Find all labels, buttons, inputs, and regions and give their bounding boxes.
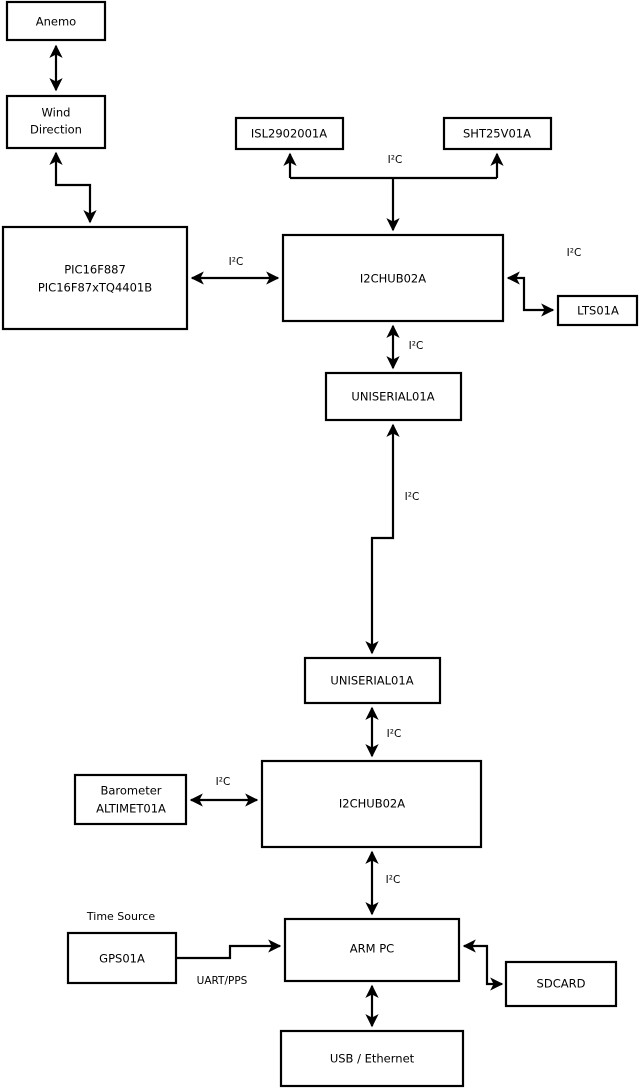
edge-label-barometer-hub: I²C (216, 776, 231, 788)
time-source-label: Time Source (86, 910, 155, 923)
edge-label-pic-hub: I²C (229, 256, 244, 268)
arrow-pic-wind (49, 151, 97, 224)
node-i2chub-bottom-label: I2CHUB02A (339, 797, 405, 811)
link-pic-wind (49, 151, 97, 224)
node-uniserial-bottom-label: UNISERIAL01A (330, 674, 413, 688)
edge-label-hub-armpc: I²C (386, 874, 401, 886)
node-arm-pc-label: ARM PC (350, 942, 394, 956)
node-sht-humidity-sensor[interactable]: SHT25V01A (442, 116, 553, 151)
node-sdcard-label: SDCARD (537, 977, 586, 991)
node-arm-pc[interactable]: ARM PC (283, 917, 461, 983)
node-i2chub-top-label: I2CHUB02A (360, 272, 426, 286)
link-pic-hubtop: I²C (190, 256, 280, 285)
node-sdcard[interactable]: SDCARD (504, 960, 618, 1008)
arrow-gps-armpc (176, 939, 282, 960)
node-uniserial-top-label: UNISERIAL01A (351, 390, 434, 404)
node-i2chub-bottom[interactable]: I2CHUB02A (260, 759, 483, 849)
link-uniserial-uniserial: I²C (365, 423, 420, 655)
node-gps-label: GPS01A (99, 952, 145, 966)
node-uniserial-bottom[interactable]: UNISERIAL01A (303, 656, 442, 705)
node-gps-box[interactable] (66, 931, 178, 985)
node-usb-ethernet-label: USB / Ethernet (330, 1052, 415, 1066)
edge-label-gps-armpc: UART/PPS (197, 975, 248, 987)
node-pic-mcu-label-line2: PIC16F87xTQ4401B (38, 281, 152, 295)
node-isl-light-sensor-label: ISL2902001A (251, 127, 327, 141)
edge-label-uniserial-link: I²C (405, 491, 420, 503)
edge-label-hub-lts: I²C (567, 247, 582, 259)
link-hubbot-armpc: I²C (365, 850, 401, 916)
node-i2chub-top-box[interactable] (281, 233, 505, 323)
edge-label-uniserial-hub-bot: I²C (387, 728, 402, 740)
link-hubtop-uniserialtop: I²C (386, 324, 424, 370)
node-barometer[interactable]: Barometer ALTIMET01A (73, 773, 188, 826)
node-lts-temp-sensor[interactable]: LTS01A (556, 294, 639, 327)
node-pic-mcu-box[interactable] (1, 225, 189, 331)
node-usb-ethernet-box[interactable] (279, 1029, 465, 1088)
node-anemo-box[interactable] (5, 0, 107, 42)
arrow-armpc-sdcard (462, 939, 504, 991)
node-uniserial-top-box[interactable] (324, 371, 463, 422)
node-wind-direction-label-line2: Direction (30, 123, 82, 137)
node-isl-light-sensor[interactable]: ISL2902001A (234, 116, 345, 151)
node-barometer-label-line2: ALTIMET01A (96, 802, 166, 816)
node-wind-direction-label-line1: Wind (42, 106, 71, 120)
node-sht-humidity-sensor-box[interactable] (442, 116, 553, 151)
link-armpc-sdcard (462, 939, 504, 991)
link-barometer-hubbot: I²C (189, 776, 259, 807)
node-arm-pc-box[interactable] (283, 917, 461, 983)
node-anemo[interactable]: Anemo (5, 0, 107, 42)
node-lts-temp-sensor-box[interactable] (556, 294, 639, 327)
edge-label-hub-uniserial-top: I²C (409, 340, 424, 352)
node-barometer-box[interactable] (73, 773, 188, 826)
node-pic-mcu[interactable]: PIC16F887 PIC16F87xTQ4401B (1, 225, 189, 331)
node-uniserial-top[interactable]: UNISERIAL01A (324, 371, 463, 422)
node-usb-ethernet[interactable]: USB / Ethernet (279, 1029, 465, 1088)
link-hubtop-sensorbus: I²C (283, 152, 504, 232)
node-anemo-label: Anemo (36, 15, 76, 29)
node-lts-temp-sensor-label: LTS01A (577, 304, 619, 318)
node-pic-mcu-label-line1: PIC16F887 (64, 263, 126, 277)
node-barometer-label-line1: Barometer (100, 784, 161, 798)
node-isl-light-sensor-box[interactable] (234, 116, 345, 151)
link-hubtop-lts: I²C (506, 247, 582, 317)
arrow-uniserial-uniserial (365, 423, 400, 655)
node-i2chub-top[interactable]: I2CHUB02A (281, 233, 505, 323)
node-wind-direction-box[interactable] (5, 94, 107, 150)
node-i2chub-bottom-box[interactable] (260, 759, 483, 849)
link-uniserialbot-hubbot: I²C (365, 706, 402, 758)
link-gps-armpc: UART/PPS (176, 939, 282, 987)
node-uniserial-bottom-box[interactable] (303, 656, 442, 705)
node-wind-direction[interactable]: Wind Direction (5, 94, 107, 150)
arrow-hubtop-lts (506, 271, 555, 317)
edge-label-sensor-bus: I²C (388, 154, 403, 166)
node-sht-humidity-sensor-label: SHT25V01A (463, 127, 531, 141)
node-gps[interactable]: GPS01A (66, 931, 178, 985)
node-sdcard-box[interactable] (504, 960, 618, 1008)
